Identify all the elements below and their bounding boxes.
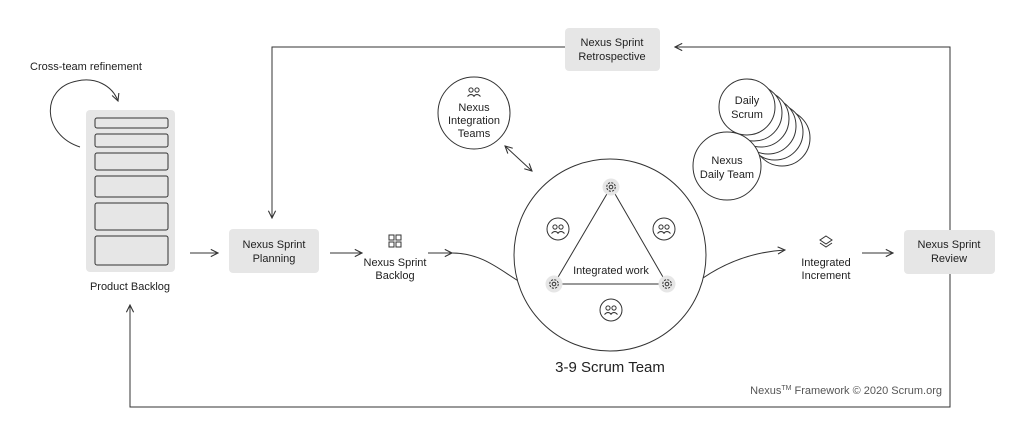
- daily-team-line-2: Daily Team: [700, 169, 754, 181]
- trademark-mark: TM: [781, 385, 791, 392]
- review-line-2: Review: [931, 253, 967, 265]
- integration-teams-line-1: Nexus: [458, 102, 490, 114]
- copyright-prefix: Nexus: [750, 385, 782, 397]
- gear-node-top: [602, 178, 620, 196]
- sprint-backlog-line-2: Backlog: [375, 270, 414, 282]
- integrated-increment-line-1: Integrated: [801, 257, 851, 269]
- daily-scrum-circle: [718, 78, 776, 136]
- integration-teams-line-3: Teams: [458, 128, 491, 140]
- copyright-label: NexusTM Framework © 2020 Scrum.org: [750, 385, 942, 397]
- copyright-suffix: Framework © 2020 Scrum.org: [791, 385, 942, 397]
- integrated-work-label: Integrated work: [573, 265, 649, 277]
- flow-curve-out: [695, 250, 785, 284]
- product-backlog-label: Product Backlog: [90, 281, 170, 293]
- backlog-item: [94, 133, 169, 148]
- scrum-team-title: 3-9 Scrum Team: [555, 359, 665, 376]
- daily-scrum-line-1: Daily: [735, 95, 760, 107]
- outer-feedback-loop: [130, 46, 951, 408]
- scrum-team-circle: [513, 158, 707, 352]
- refinement-loop-arrow: [49, 79, 118, 148]
- backlog-item: [94, 175, 169, 198]
- nexus-sprint-backlog: Nexus Sprint Backlog: [364, 234, 427, 282]
- team-node-bottom: [599, 298, 623, 322]
- backlog-item: [94, 152, 169, 171]
- nexus-daily-team: Nexus Daily Team: [692, 131, 762, 201]
- footer: NexusTM Framework © 2020 Scrum.org: [736, 382, 946, 397]
- integration-teams-circle: [437, 76, 511, 150]
- product-backlog-box: [86, 110, 175, 272]
- layers-icon: [819, 235, 833, 248]
- nexus-sprint-review: Nexus Sprint Review: [904, 230, 995, 274]
- flow-curve-in: [451, 252, 521, 283]
- review-box: [904, 230, 995, 274]
- integrated-increment: Integrated Increment: [801, 235, 851, 282]
- team-node-right: [652, 217, 676, 241]
- integration-teams-line-2: Integration: [448, 115, 500, 127]
- sprint-backlog-line-1: Nexus Sprint: [364, 257, 427, 269]
- team-node-left: [546, 217, 570, 241]
- integration-teams-to-work-double-arrow: [505, 146, 532, 171]
- integration-triangle: [553, 186, 668, 285]
- retrospective-to-planning-connector: [272, 46, 565, 218]
- grid-icon: [388, 234, 402, 248]
- gear-node-left: [545, 275, 563, 293]
- planning-box: [229, 229, 319, 273]
- nexus-sprint-planning: Nexus Sprint Planning: [229, 229, 319, 273]
- integrated-work-cluster: Integrated work: [451, 158, 785, 352]
- cross-team-refinement-label: Cross-team refinement: [30, 61, 142, 73]
- retrospective-line-1: Nexus Sprint: [581, 37, 644, 49]
- backlog-item: [94, 202, 169, 231]
- retrospective-box: [565, 28, 660, 71]
- integrated-increment-line-2: Increment: [802, 270, 851, 282]
- gear-node-right: [658, 275, 676, 293]
- planning-line-2: Planning: [253, 253, 296, 265]
- daily-scrum-stack: Daily Scrum: [718, 78, 811, 167]
- daily-scrum-line-2: Scrum: [731, 109, 763, 121]
- daily-team-line-1: Nexus: [711, 155, 743, 167]
- backlog-item: [94, 235, 169, 266]
- review-to-retrospective-connector: [675, 47, 951, 230]
- retrospective-line-2: Retrospective: [578, 51, 645, 63]
- product-backlog: Product Backlog: [86, 110, 175, 293]
- footer-backdrop: [736, 382, 946, 396]
- review-line-1: Nexus Sprint: [918, 239, 981, 251]
- bottom-loop-to-backlog-connector: [130, 274, 951, 408]
- nexus-sprint-retrospective: Nexus Sprint Retrospective: [565, 28, 660, 71]
- cross-team-refinement-group: Cross-team refinement: [30, 61, 142, 148]
- backlog-item: [94, 117, 169, 129]
- daily-team-circle: [692, 131, 762, 201]
- nexus-integration-teams: Nexus Integration Teams: [437, 76, 511, 150]
- planning-line-1: Nexus Sprint: [243, 239, 306, 251]
